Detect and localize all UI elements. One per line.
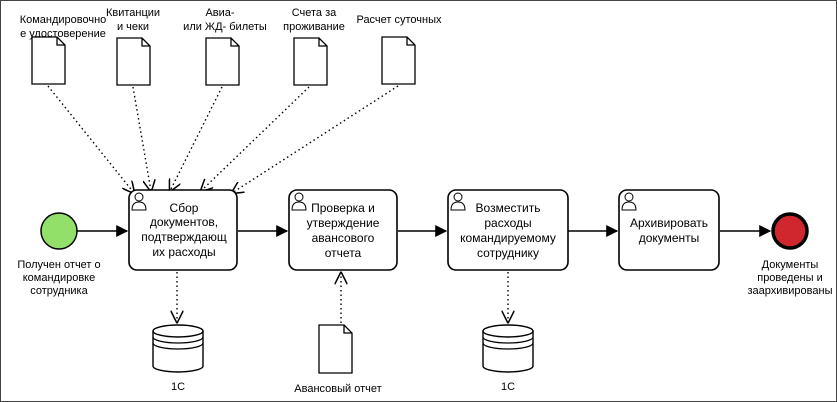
- doc-receipts-label-1: Квитанции: [106, 7, 160, 19]
- start-event-label-2: командировке: [23, 272, 96, 284]
- task-label-3: командируемому: [460, 231, 556, 245]
- doc-travel-certificate: Командировочно е удостоверение: [20, 14, 107, 85]
- task-collect-documents: Сбор документов, подтверждающ их расходы: [128, 189, 238, 271]
- task-label-4: сотруднику: [477, 246, 539, 260]
- document-icon: [318, 324, 353, 374]
- task-archive-documents: Архивировать документы: [618, 189, 720, 271]
- doc-travel-certificate-label-1: Командировочно: [20, 14, 107, 26]
- doc-accommodation-label-2: проживание: [283, 21, 345, 33]
- end-event: Документы проведены и заархивированы: [748, 212, 833, 297]
- task-label-1: Архивировать: [630, 216, 708, 230]
- task-label-2: документов,: [150, 215, 218, 229]
- document-icon: [116, 37, 151, 86]
- data-store-label: 1С: [501, 381, 515, 393]
- task-label-2: утверждение: [307, 216, 380, 230]
- doc-advance-report: Авансовый отчет: [294, 324, 382, 395]
- association-line: [232, 85, 399, 193]
- start-event-circle: [40, 212, 78, 250]
- task-label-3: подтверждающ: [141, 230, 227, 244]
- doc-advance-report-label: Авансовый отчет: [294, 383, 381, 395]
- doc-accommodation-label-1: Счета за: [292, 7, 337, 19]
- start-event: Получен отчет о командировке сотрудника: [17, 212, 101, 297]
- task-label-4: отчета: [325, 246, 362, 260]
- database-icon: [152, 324, 204, 373]
- task-label-1: Сбор: [170, 201, 199, 215]
- data-associations: [177, 272, 508, 323]
- doc-accommodation: Счета за проживание: [283, 7, 345, 86]
- task-review-approve-report: Проверка и утверждение авансового отчета: [288, 189, 398, 271]
- doc-associations: [47, 85, 399, 193]
- association-line: [201, 86, 310, 191]
- association-line: [170, 86, 223, 191]
- association-line: [47, 85, 134, 193]
- doc-per-diem-label: Расчет суточных: [356, 14, 442, 26]
- task-label-1: Проверка и: [311, 201, 375, 215]
- task-label-3: авансового: [312, 231, 375, 245]
- task-label-4: их расходы: [152, 245, 215, 259]
- task-reimburse-expenses: Возместить расходы командируемому сотруд…: [447, 189, 569, 271]
- database-icon: [482, 324, 534, 373]
- doc-receipts: Квитанции и чеки: [106, 7, 160, 86]
- doc-tickets-label-2: или ЖД- билеты: [183, 21, 267, 33]
- task-label-2: документы: [639, 231, 700, 245]
- document-icon: [293, 37, 328, 86]
- task-box: [618, 189, 720, 271]
- user-icon: [621, 192, 637, 211]
- end-event-label-1: Документы: [762, 259, 819, 271]
- end-event-circle: [771, 212, 809, 250]
- data-store-1c-first: 1С: [152, 324, 204, 393]
- start-event-label-1: Получен отчет о: [17, 259, 100, 271]
- data-store-label: 1С: [171, 381, 185, 393]
- doc-tickets-label-1: Авиа-: [205, 7, 234, 19]
- task-box: [128, 189, 238, 271]
- association-line: [132, 86, 151, 191]
- data-store-1c-second: 1С: [482, 324, 534, 393]
- task-box: [447, 189, 569, 271]
- document-icon: [31, 36, 66, 85]
- user-icon: [450, 192, 466, 211]
- doc-tickets: Авиа- или ЖД- билеты: [183, 7, 267, 86]
- document-icon: [381, 36, 416, 85]
- task-label-1: Возместить: [476, 201, 541, 215]
- user-icon: [291, 192, 307, 211]
- doc-per-diem: Расчет суточных: [356, 14, 442, 85]
- document-icon: [205, 37, 240, 86]
- end-event-label-3: заархивированы: [748, 285, 833, 297]
- task-box: [288, 189, 398, 271]
- doc-receipts-label-2: и чеки: [117, 21, 149, 33]
- start-event-label-3: сотрудника: [30, 285, 88, 297]
- task-label-2: расходы: [484, 216, 531, 230]
- end-event-label-2: проведены и: [757, 272, 823, 284]
- user-icon: [131, 192, 147, 211]
